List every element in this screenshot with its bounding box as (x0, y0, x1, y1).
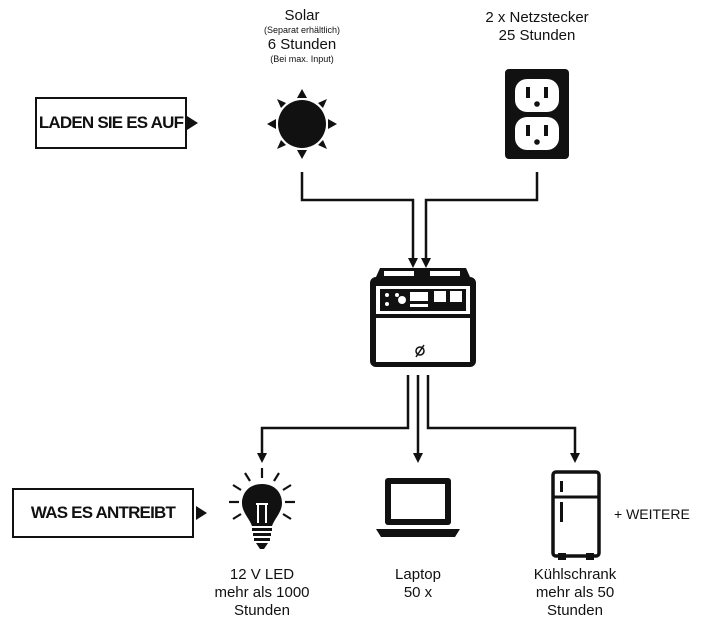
led-label-group: 12 V LED mehr als 1000 Stunden (197, 566, 327, 620)
power-station-icon (370, 268, 476, 367)
fridge-line1: Kühlschrank (533, 566, 617, 583)
fridge-connector (426, 375, 577, 455)
led-connector (260, 375, 410, 455)
solar-title: Solar (284, 7, 320, 24)
laptop-arrowhead (413, 453, 423, 463)
fridge-arrowhead (570, 453, 580, 463)
outlet-connector (424, 172, 539, 260)
outlet-arrowhead (421, 258, 431, 268)
led-line3: Stunden (234, 602, 290, 619)
power-tag: WAS ES ANTREIBT (12, 488, 194, 538)
laptop-line2: 50 x (403, 584, 433, 601)
wall-outlet-icon (505, 69, 569, 159)
charge-tag-arrow (187, 116, 198, 130)
led-line2: mehr als 1000 (214, 584, 310, 601)
solar-duration: 6 Stunden (267, 36, 337, 53)
sun-icon (267, 89, 337, 159)
solar-note: (Separat erhältlich) (263, 25, 341, 35)
charge-tag: LADEN SIE ES AUF (35, 97, 187, 149)
input-connectors (300, 172, 539, 260)
solar-input-note: (Bei max. Input) (270, 54, 334, 64)
solar-label-group: Solar (Separat erhältlich) 6 Stunden (Be… (242, 7, 362, 65)
laptop-line1: Laptop (395, 566, 441, 583)
laptop-icon (376, 478, 460, 537)
led-line1: 12 V LED (229, 566, 295, 583)
more-label: + WEITERE (614, 506, 690, 522)
outlet-line1: 2 x Netzstecker (485, 9, 589, 26)
solar-connector (300, 172, 415, 260)
led-arrowhead (257, 453, 267, 463)
fridge-line3: Stunden (547, 602, 603, 619)
output-connectors (260, 375, 577, 455)
power-tag-label: WAS ES ANTREIBT (30, 503, 176, 522)
charge-tag-label: LADEN SIE ES AUF (38, 113, 184, 132)
power-tag-arrow (196, 506, 207, 520)
fridge-line2: mehr als 50 (535, 584, 615, 601)
solar-arrowhead (408, 258, 418, 268)
outlet-label-group: 2 x Netzstecker 25 Stunden (467, 9, 607, 45)
light-bulb-icon (229, 468, 295, 549)
laptop-label-group: Laptop 50 x (363, 566, 473, 602)
fridge-label-group: Kühlschrank mehr als 50 Stunden (515, 566, 635, 620)
outlet-line2: 25 Stunden (498, 27, 576, 44)
fridge-icon (551, 470, 601, 560)
